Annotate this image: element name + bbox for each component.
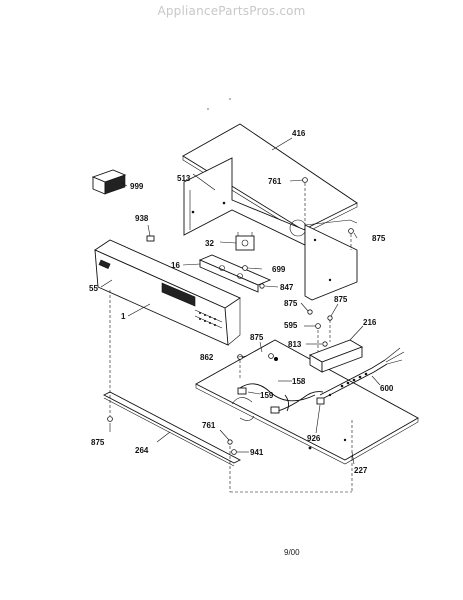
callout-875-right: 875 — [372, 234, 386, 243]
callout-862: 862 — [200, 353, 214, 362]
control-panel-part — [94, 239, 241, 346]
terminal-block-216 — [308, 339, 364, 373]
callout-813: 813 — [288, 340, 302, 349]
leader-lines — [100, 137, 381, 465]
callout-941: 941 — [250, 448, 264, 457]
box-part-999 — [91, 169, 127, 195]
callout-761-top: 761 — [268, 177, 282, 186]
callout-labels: 416 761 513 999 875 938 32 16 699 847 55… — [89, 129, 394, 475]
callout-513: 513 — [177, 174, 191, 183]
power-cord-600 — [319, 347, 405, 400]
callout-875-mid-right: 875 — [334, 295, 348, 304]
callout-875-bottom-left: 875 — [91, 438, 105, 447]
front-trim-264 — [103, 391, 241, 467]
watermark-text: AppliancePartsPros.com — [157, 4, 306, 18]
speck — [207, 108, 209, 110]
right-side-panel-part — [304, 219, 358, 301]
callout-32: 32 — [205, 239, 214, 248]
callout-159: 159 — [260, 391, 274, 400]
callout-847: 847 — [280, 283, 294, 292]
callout-595: 595 — [284, 321, 298, 330]
wire-harness — [237, 383, 325, 414]
callout-875-lower: 875 — [250, 333, 264, 342]
bottom-plate-part — [195, 339, 419, 465]
callout-926: 926 — [307, 434, 321, 443]
callout-16: 16 — [171, 261, 180, 270]
bracket-part-16 — [198, 254, 272, 293]
callout-227: 227 — [354, 466, 368, 475]
callout-416: 416 — [292, 129, 306, 138]
callout-264: 264 — [135, 446, 149, 455]
callout-761-bottom: 761 — [202, 421, 216, 430]
callout-875-mid-left: 875 — [284, 299, 298, 308]
callout-699: 699 — [272, 265, 286, 274]
callout-600: 600 — [380, 384, 394, 393]
callout-55: 55 — [89, 284, 98, 293]
callout-1: 1 — [121, 312, 126, 321]
revision-date: 9/00 — [284, 548, 300, 557]
callout-938: 938 — [135, 214, 149, 223]
callout-216: 216 — [363, 318, 377, 327]
switch-part-32 — [235, 232, 255, 251]
bracket-938 — [146, 235, 155, 242]
callout-999: 999 — [130, 182, 144, 191]
speck — [229, 98, 231, 100]
assembly-lines — [109, 183, 353, 493]
callout-158: 158 — [292, 377, 306, 386]
